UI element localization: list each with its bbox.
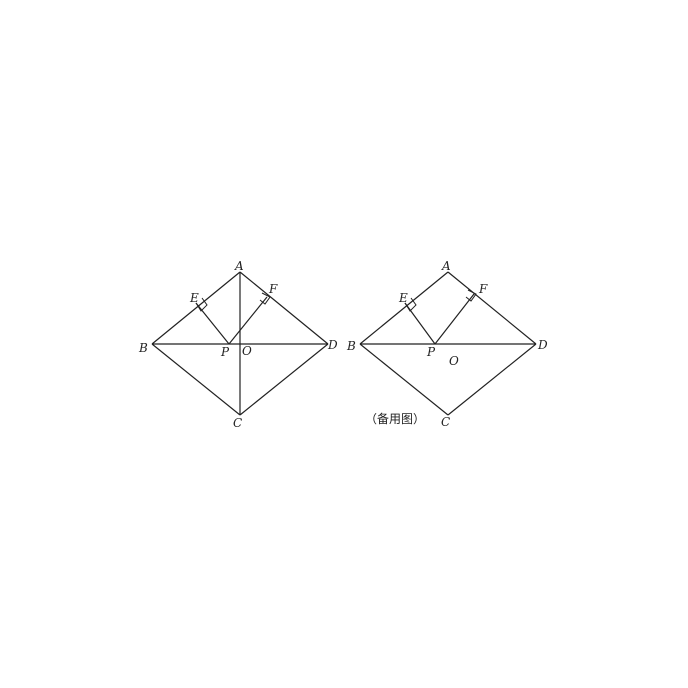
side-dc-left	[239, 343, 329, 416]
label-d-left: D	[327, 338, 338, 352]
segment-pf-right	[434, 293, 475, 345]
side-bc-right	[359, 343, 449, 416]
label-a-right: A	[441, 259, 451, 273]
segment-pf-left	[228, 296, 268, 345]
label-c-right: C	[441, 415, 450, 429]
label-p-right: P	[426, 345, 436, 359]
label-e-right: E	[398, 291, 408, 305]
label-b-right: B	[346, 339, 356, 353]
label-p-left: P	[220, 345, 230, 359]
backup-figure-caption: （备用图）	[365, 412, 425, 426]
label-f-right: F	[478, 282, 488, 296]
segment-pe-right	[404, 302, 436, 345]
label-c-left: C	[233, 416, 242, 430]
side-ab-left	[151, 271, 241, 345]
side-ad-left	[239, 271, 329, 345]
figure-right: A E F B P O D C （备用图）	[346, 259, 548, 429]
right-angle-mark-e-left	[195, 297, 208, 312]
label-e-left: E	[189, 291, 199, 305]
label-o-left: O	[242, 344, 252, 358]
label-a-left: A	[234, 259, 244, 273]
figure-left: A E F B P O D C	[138, 259, 338, 430]
label-d-right: D	[537, 338, 548, 352]
label-f-left: F	[268, 282, 278, 296]
side-dc-right	[447, 343, 537, 416]
right-angle-mark-f-left	[259, 292, 271, 305]
right-angle-mark-f-right	[465, 289, 477, 302]
segment-pe-left	[195, 302, 230, 345]
side-bc-left	[151, 343, 241, 416]
label-o-right: O	[449, 354, 459, 368]
side-ad-right	[447, 271, 537, 345]
side-ab-right	[359, 271, 449, 345]
label-b-left: B	[138, 341, 148, 355]
right-angle-mark-e-right	[404, 297, 417, 312]
